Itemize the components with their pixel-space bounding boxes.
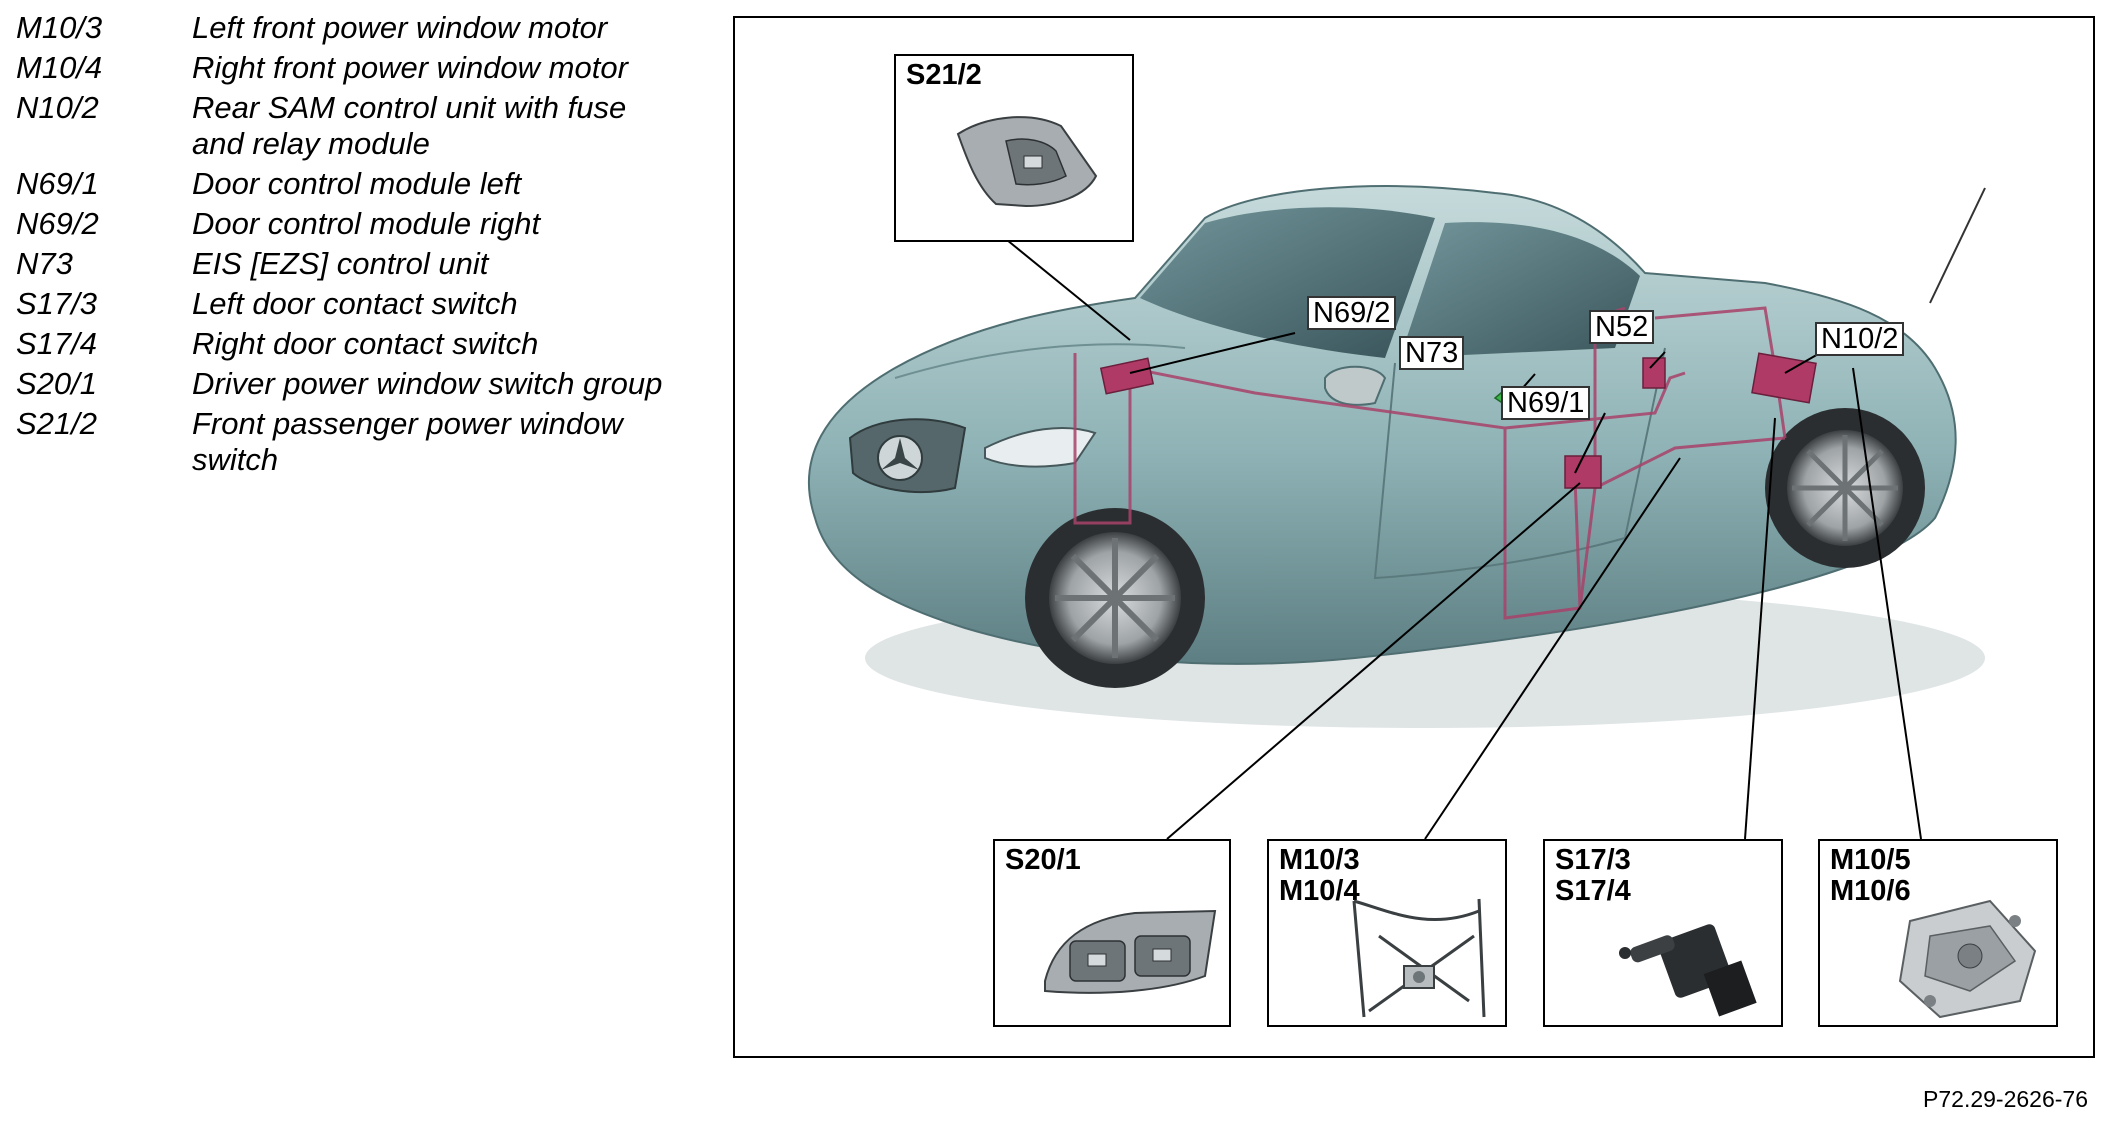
legend-code: S20/1 <box>16 366 98 401</box>
legend-code: M10/3 <box>16 10 103 45</box>
detail-label: S17/3 S17/4 <box>1555 844 1631 907</box>
legend-code: M10/4 <box>16 50 103 85</box>
legend-row: S17/4 Right door contact switch <box>16 326 696 362</box>
legend-desc: Left front power window motor <box>192 10 608 45</box>
legend-desc: Door control module right <box>192 206 541 241</box>
leader-lines <box>1006 239 1922 840</box>
legend-desc: Right door contact switch <box>192 326 539 361</box>
vehicle-diagram-frame: N69/2 N73 N52 N10/2 N69/1 S21/2 S20/1 M1… <box>733 16 2095 1058</box>
callout-n52: N52 <box>1589 310 1655 344</box>
vehicle-illustration <box>807 185 1986 840</box>
legend-code: N69/1 <box>16 166 99 201</box>
detail-label: M10/5 M10/6 <box>1830 844 1911 907</box>
legend-row: N10/2 Rear SAM control unit with fuse and… <box>16 90 696 162</box>
legend-desc: Left door contact switch <box>192 286 518 321</box>
detail-box-m10-3-m10-4: M10/3 M10/4 <box>1267 839 1507 1027</box>
legend-code: N10/2 <box>16 90 99 125</box>
detail-box-s21-2: S21/2 <box>894 54 1134 242</box>
callout-n73: N73 <box>1399 336 1465 370</box>
door-contact-switch-image <box>1619 924 1757 1017</box>
legend-desc: Door control module left <box>192 166 522 201</box>
legend-desc: Front passenger power window switch <box>192 406 623 477</box>
detail-label: S20/1 <box>1005 844 1081 876</box>
component-legend: M10/3 Left front power window motor M10/4… <box>16 10 696 482</box>
rear-window-regulator-image <box>1898 899 2037 1019</box>
headlight <box>984 427 1097 468</box>
legend-desc: Driver power window switch group <box>192 366 663 401</box>
legend-row: N73 EIS [EZS] control unit <box>16 246 696 282</box>
legend-row: S17/3 Left door contact switch <box>16 286 696 322</box>
legend-row: N69/1 Door control module left <box>16 166 696 202</box>
legend-row: S20/1 Driver power window switch group <box>16 366 696 402</box>
star-emblem <box>881 438 919 470</box>
detail-label: M10/3 M10/4 <box>1279 844 1360 907</box>
legend-code: S17/4 <box>16 326 98 361</box>
window-regulator-motor-image <box>1352 898 1486 1018</box>
figure-reference-number: P72.29-2626-76 <box>1923 1086 2088 1112</box>
side-mirror <box>1324 365 1387 406</box>
legend-code: N69/2 <box>16 206 99 241</box>
legend-desc: Rear SAM control unit with fuse and rela… <box>192 90 627 161</box>
legend-desc: Right front power window motor <box>192 50 628 85</box>
legend-desc: EIS [EZS] control unit <box>192 246 489 281</box>
legend-code: N73 <box>16 246 73 281</box>
detail-box-s17-3-s17-4: S17/3 S17/4 <box>1543 839 1783 1027</box>
callout-n69-2: N69/2 <box>1307 296 1397 330</box>
legend-row: M10/4 Right front power window motor <box>16 50 696 86</box>
driver-window-switch-image <box>1044 909 1217 994</box>
legend-row: N69/2 Door control module right <box>16 206 696 242</box>
front-rim-spokes <box>1055 538 1175 658</box>
legend-code: S17/3 <box>16 286 98 321</box>
antenna <box>1929 187 1986 304</box>
control-unit-markers <box>1099 352 1817 489</box>
side-window <box>1400 222 1640 358</box>
detail-box-s20-1: S20/1 <box>993 839 1231 1027</box>
rear-rim-spokes <box>1792 435 1898 541</box>
legend-row: S21/2 Front passenger power window switch <box>16 406 696 478</box>
callout-n69-1: N69/1 <box>1501 386 1591 420</box>
passenger-window-switch-image <box>956 116 1098 208</box>
detail-box-m10-5-m10-6: M10/5 M10/6 <box>1818 839 2058 1027</box>
callout-n10-2: N10/2 <box>1815 322 1905 356</box>
hood-line <box>894 343 1186 379</box>
legend-code: S21/2 <box>16 406 98 441</box>
legend-row: M10/3 Left front power window motor <box>16 10 696 46</box>
detail-label: S21/2 <box>906 59 982 91</box>
